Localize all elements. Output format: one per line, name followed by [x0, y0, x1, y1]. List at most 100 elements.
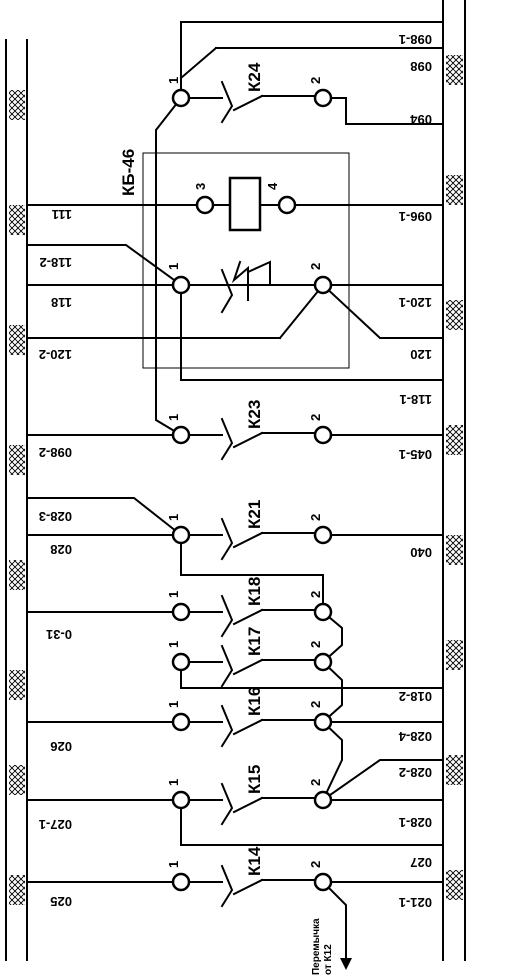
- wire-label-right: 028-1: [399, 815, 432, 830]
- relay-label: К23: [245, 400, 264, 429]
- wire-label-left: 026: [50, 739, 72, 754]
- clamp-hatch: [446, 640, 463, 670]
- terminal-pin2: [313, 712, 333, 732]
- kb46-block-frame: [142, 152, 350, 369]
- terminal-pin2: [313, 872, 333, 892]
- terminal-pin1: [171, 790, 191, 810]
- relay-pin1-label: 1: [166, 701, 181, 708]
- kb46-contact: 1 2: [166, 260, 333, 314]
- wire-label-right: 027: [410, 855, 432, 870]
- terminal-pin1: [171, 652, 191, 672]
- terminal-pin2: [313, 88, 333, 108]
- relay-pin2-label: 2: [308, 514, 323, 521]
- clamp-hatch: [446, 175, 463, 205]
- clamp-hatch: [446, 300, 463, 330]
- terminal-pin1: [171, 872, 191, 892]
- wire-label-right: 040: [410, 545, 432, 560]
- relay-label: К14: [245, 846, 264, 876]
- relay-pin2-label: 2: [308, 779, 323, 786]
- clamp-hatch: [9, 670, 25, 700]
- wire-label-right: 120-1: [399, 295, 432, 310]
- relay-pin1-label: 1: [166, 591, 181, 598]
- relay-К23: К23 1 2: [166, 400, 333, 461]
- relay-pin2-label: 2: [308, 641, 323, 648]
- wire-label-left: 111: [52, 207, 72, 222]
- kb-pin1-label: 1: [166, 263, 181, 270]
- wire-label-right: 028-2: [399, 765, 432, 780]
- terminal-pin2: [313, 652, 333, 672]
- wire-label-right: 118-1: [399, 392, 432, 407]
- coil-pin4-label: 4: [265, 182, 280, 190]
- wire-label-left: 098-2: [39, 445, 72, 460]
- terminal-pin1: [171, 525, 191, 545]
- relay-pin1-label: 1: [166, 779, 181, 786]
- relay-label: К16: [245, 687, 264, 716]
- clamp-hatch: [446, 870, 463, 900]
- relay-label: К21: [245, 500, 264, 529]
- wiring: [26, 21, 444, 970]
- relay-К14: К14 1 2: [166, 846, 333, 908]
- clamp-hatch: [9, 325, 25, 355]
- clamp-hatch: [9, 90, 25, 120]
- wire-label-left: 118: [51, 295, 72, 310]
- clamp-hatch: [9, 875, 25, 905]
- kb46-block-label: КБ-46: [119, 149, 138, 196]
- wire-label-right: 045-1: [399, 447, 432, 462]
- wire-label-left: 025: [50, 894, 72, 909]
- relay-label: К18: [245, 577, 264, 606]
- jumper-arrow-icon: [340, 958, 352, 970]
- terminal-pin2: [313, 602, 333, 622]
- wire-label-left: 028-3: [39, 509, 72, 524]
- wire-label-right: 028-4: [398, 729, 432, 744]
- relay-label: К15: [245, 765, 264, 794]
- left-rail: [5, 39, 28, 961]
- jumper-note-line2: от К12: [323, 944, 334, 975]
- terminal-pin1: [171, 712, 191, 732]
- clamp-hatch: [9, 560, 25, 590]
- terminal-pin2: [313, 525, 333, 545]
- wire-label-right: 018-2: [399, 689, 432, 704]
- clamp-hatch: [9, 205, 25, 235]
- relay-pin2-label: 2: [308, 414, 323, 421]
- relay-label: К24: [245, 62, 264, 92]
- clamp-hatch: [9, 765, 25, 795]
- kb-pin2-label: 2: [308, 263, 323, 270]
- wire-label-left: 120-2: [39, 347, 72, 362]
- wire-label-right: 098-1: [399, 32, 432, 47]
- wire-labels: 111118-2118120-2098-2028-30280-31026027-…: [39, 32, 432, 910]
- relay-К21: К21 1 2: [166, 500, 333, 561]
- relay-К15: К15 1 2: [166, 765, 333, 826]
- relay-К24: К24 1 2: [166, 62, 333, 124]
- right-rail: [442, 0, 466, 961]
- relay-pin2-label: 2: [308, 701, 323, 708]
- terminal-pin1: [171, 602, 191, 622]
- clamp-hatch: [446, 755, 463, 785]
- wire-label-left: 0-31: [46, 627, 72, 642]
- terminal-pin2: [313, 425, 333, 445]
- clamp-hatch: [9, 445, 25, 475]
- wire-label-right: 120: [410, 347, 432, 362]
- relay-pin2-label: 2: [308, 861, 323, 868]
- wire-label-right: 098: [410, 59, 432, 74]
- terminal-pin2: [313, 790, 333, 810]
- wire-label-right: 021-1: [399, 895, 432, 910]
- kb46-coil: 3 4: [193, 176, 297, 232]
- relay-pin1-label: 1: [166, 861, 181, 868]
- relay-pin2-label: 2: [308, 77, 323, 84]
- relay-pin1-label: 1: [166, 77, 181, 84]
- terminal-pin1: [171, 88, 191, 108]
- terminal-pin1: [171, 425, 191, 445]
- wire-label-left: 027-1: [39, 817, 72, 832]
- wire-label-right: 096-1: [399, 209, 432, 224]
- cable-clamps: [9, 55, 463, 905]
- clamp-hatch: [446, 425, 463, 455]
- relay-pin1-label: 1: [166, 414, 181, 421]
- jumper-note-line1: Перемычка: [311, 918, 322, 975]
- relay-pin1-label: 1: [166, 514, 181, 521]
- clamp-hatch: [446, 55, 463, 85]
- relay-К16: К16 1 2: [166, 687, 333, 748]
